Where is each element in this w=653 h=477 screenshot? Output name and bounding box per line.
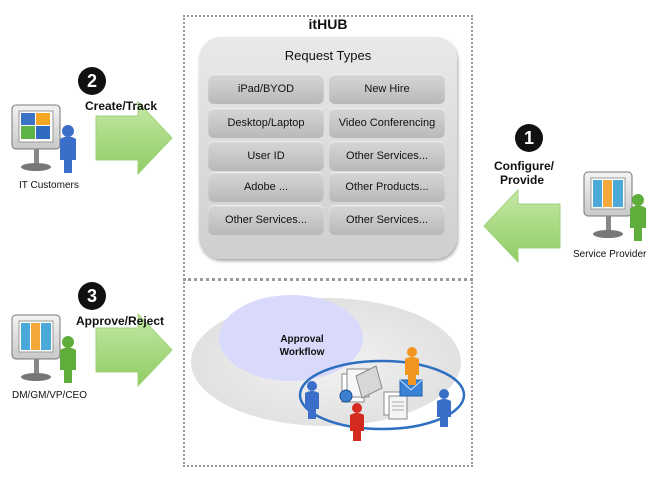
step-configure-label: Configure/ bbox=[494, 159, 554, 173]
executives-label: DM/GM/VP/CEO bbox=[12, 390, 88, 401]
approval-workflow-line2: Workflow bbox=[279, 347, 325, 358]
request-type-other-services-3[interactable]: Other Services... bbox=[329, 205, 445, 235]
request-type-other-services-1[interactable]: Other Services... bbox=[329, 141, 445, 171]
request-type-video-conferencing[interactable]: Video Conferencing bbox=[329, 108, 445, 138]
approval-workflow-label: Approval Workflow bbox=[262, 333, 342, 359]
approver-person-red-icon bbox=[350, 403, 364, 441]
request-type-desktop-laptop[interactable]: Desktop/Laptop bbox=[208, 108, 324, 138]
step-1-badge: 1 bbox=[515, 124, 543, 152]
it-customers-computer-icon bbox=[11, 104, 61, 171]
it-customers-label: IT Customers bbox=[19, 180, 79, 191]
papers-icon bbox=[383, 391, 408, 420]
executives-person-icon bbox=[60, 336, 76, 383]
request-types-title: Request Types bbox=[284, 48, 372, 63]
approval-workflow-line1: Approval bbox=[280, 334, 324, 345]
arrow-create-track bbox=[95, 100, 173, 176]
step-2-badge: 2 bbox=[78, 67, 106, 95]
request-type-other-services-2[interactable]: Other Services... bbox=[208, 205, 324, 235]
arrow-configure-provide bbox=[483, 188, 561, 264]
approvers-team-ellipse bbox=[298, 359, 466, 431]
service-provider-person-icon bbox=[630, 194, 646, 241]
arrow-approve-reject bbox=[95, 312, 173, 388]
request-type-adobe[interactable]: Adobe ... bbox=[208, 172, 324, 202]
approver-person-blue-right-icon bbox=[437, 389, 451, 427]
request-type-new-hire[interactable]: New Hire bbox=[329, 74, 445, 104]
step-provide-label: Provide bbox=[500, 173, 545, 187]
ithub-title: itHUB bbox=[308, 16, 348, 32]
it-customers-person-icon bbox=[60, 125, 76, 173]
ithub-container bbox=[183, 15, 473, 467]
approver-person-orange-icon bbox=[405, 347, 419, 385]
request-type-ipad-byod[interactable]: iPad/BYOD bbox=[208, 74, 324, 104]
service-provider-label: Service Provider bbox=[573, 249, 647, 260]
approval-workflow-ellipse bbox=[219, 295, 363, 381]
approver-person-blue-left-icon bbox=[305, 381, 319, 419]
ithub-divider bbox=[183, 278, 473, 281]
step-approve-reject-label: Approve/Reject bbox=[76, 314, 165, 328]
executives-computer-icon bbox=[11, 314, 61, 381]
request-type-other-products[interactable]: Other Products... bbox=[329, 172, 445, 202]
folder-icon bbox=[355, 365, 383, 399]
service-provider-computer-icon bbox=[583, 171, 633, 238]
request-type-user-id[interactable]: User ID bbox=[208, 141, 324, 171]
step-create-track-label: Create/Track bbox=[85, 99, 158, 113]
step-3-badge: 3 bbox=[78, 282, 106, 310]
